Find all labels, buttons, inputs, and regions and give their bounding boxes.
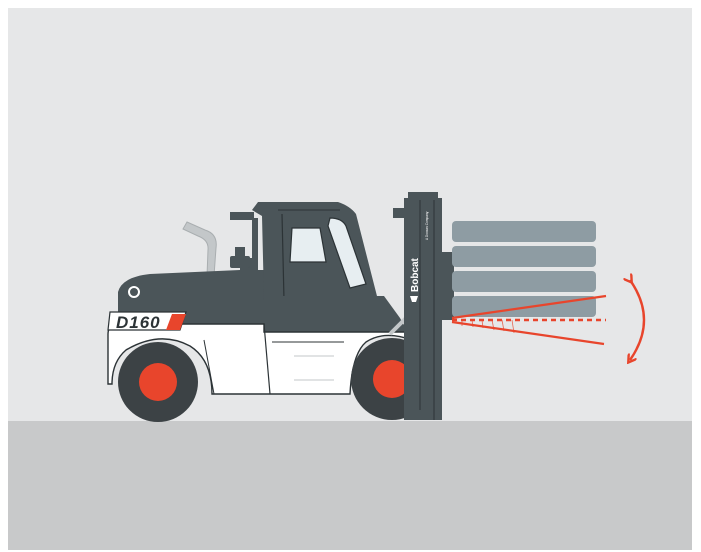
model-badge: D160: [108, 312, 186, 332]
load-layer: [452, 246, 596, 267]
mast-brand-name: Bobcat: [410, 257, 421, 292]
rear-wheel: [118, 342, 198, 422]
cabin-side-window: [290, 228, 326, 262]
front-chassis: [264, 296, 408, 332]
load-layer: [452, 271, 596, 292]
mast-brand-tagline: A Doosan Company: [425, 211, 429, 240]
model-badge-text: D160: [116, 313, 161, 332]
ground: [8, 421, 692, 550]
load-layer: [452, 221, 596, 242]
